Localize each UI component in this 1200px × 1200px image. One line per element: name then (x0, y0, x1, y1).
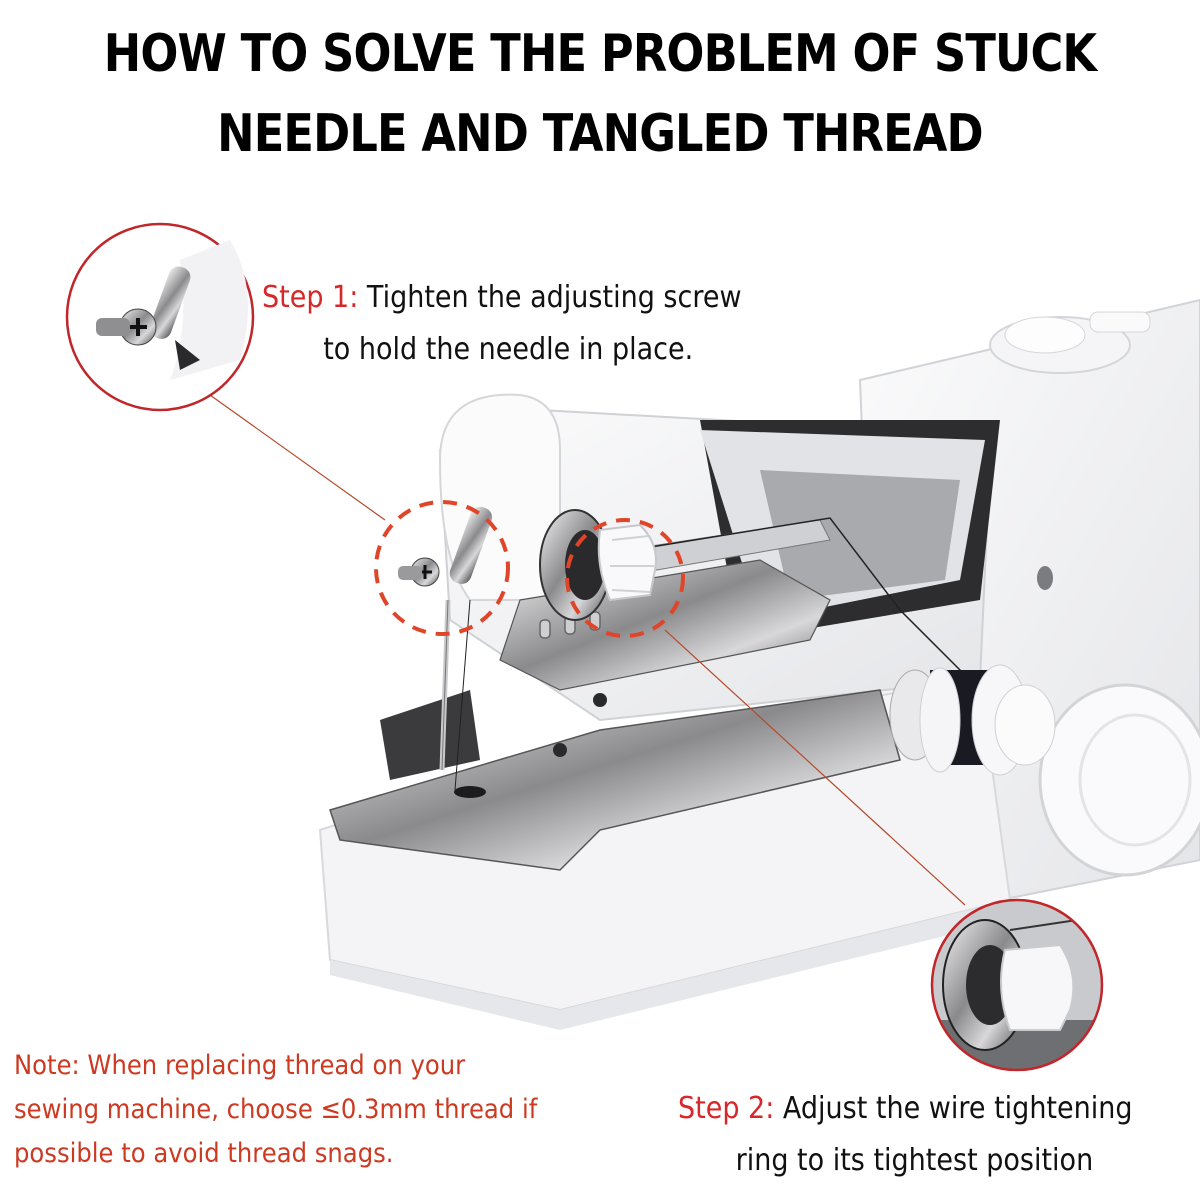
step1-line2: to hold the needle in place. (323, 332, 694, 367)
connector-line-step2 (664, 629, 966, 906)
page-title-line1: HOW TO SOLVE THE PROBLEM OF STUCK (103, 24, 1097, 84)
note-line1: Note: When replacing thread on your (14, 1050, 466, 1081)
thread-note: Note: When replacing thread on your sewi… (14, 1044, 590, 1176)
step1-closeup-callout (65, 222, 255, 412)
step2-line1: Step 2: Adjust the wire tightening (678, 1091, 1133, 1126)
page-title-line2: NEEDLE AND TANGLED THREAD (217, 104, 984, 164)
step2-instruction: Step 2: Adjust the wire tightening ring … (678, 1083, 1200, 1187)
step2-line2: ring to its tightest position (735, 1143, 1094, 1178)
step1-line1: Step 1: Tighten the adjusting screw (262, 280, 742, 315)
step2-label: Step 2: (678, 1091, 775, 1126)
machine-body (318, 298, 1200, 1030)
step1-label: Step 1: (262, 280, 359, 315)
note-line3: possible to avoid thread snags. (14, 1138, 394, 1169)
dashed-highlight-screw (374, 500, 510, 636)
step2-closeup-callout (930, 898, 1104, 1072)
note-line2: sewing machine, choose ≤0.3mm thread if (14, 1094, 538, 1125)
dashed-highlight-tension-ring (565, 518, 685, 638)
connector-line-step1 (209, 394, 386, 521)
step1-instruction: Step 1: Tighten the adjusting screw to h… (262, 272, 838, 376)
